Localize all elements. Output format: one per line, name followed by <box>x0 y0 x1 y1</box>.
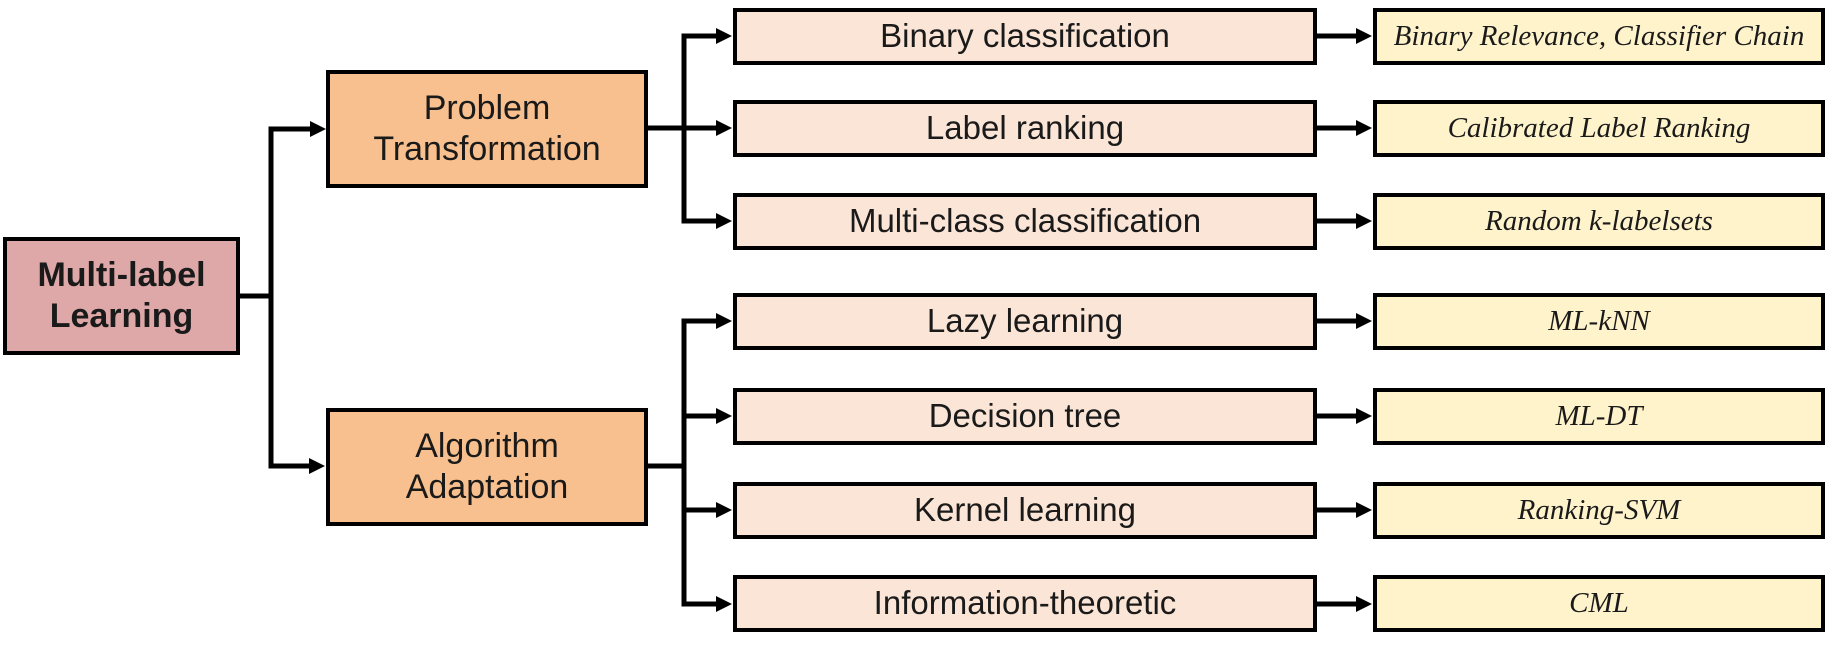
algorithm-node-calibrated-label-ranking: Calibrated Label Ranking <box>1373 100 1825 157</box>
approach-node-decision-tree: Decision tree <box>733 388 1317 445</box>
approach-node-kernel-learning: Kernel learning <box>733 482 1317 539</box>
approach-node-information-theoretic: Information-theoretic <box>733 575 1317 632</box>
algorithm-node-cml: CML <box>1373 575 1825 632</box>
algorithm-node-random-k-labelsets: Random k-labelsets <box>1373 193 1825 250</box>
approach-node-multi-class-classification: Multi-class classification <box>733 193 1317 250</box>
algorithm-node-ml-dt: ML-DT <box>1373 388 1825 445</box>
algorithm-node-ranking-svm: Ranking-SVM <box>1373 482 1825 539</box>
root-node-multi-label-learning: Multi-label Learning <box>3 237 240 355</box>
approach-node-binary-classification: Binary classification <box>733 8 1317 65</box>
category-node-algorithm-adaptation: Algorithm Adaptation <box>326 408 648 526</box>
algorithm-node-ml-knn: ML-kNN <box>1373 293 1825 350</box>
approach-node-lazy-learning: Lazy learning <box>733 293 1317 350</box>
approach-node-label-ranking: Label ranking <box>733 100 1317 157</box>
algorithm-node-binary-relevance-classifier-chain: Binary Relevance, Classifier Chain <box>1373 8 1825 65</box>
category-node-problem-transformation: Problem Transformation <box>326 70 648 188</box>
